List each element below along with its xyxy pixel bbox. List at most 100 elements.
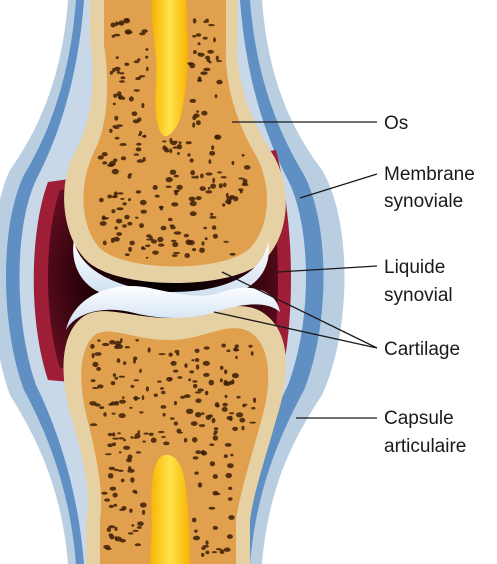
bone-pore (117, 192, 124, 194)
bone-pore (222, 407, 228, 412)
bone-pore (210, 461, 215, 466)
bone-pore (195, 412, 201, 417)
bone-pore (162, 146, 166, 151)
bone-pore (219, 183, 223, 188)
bone-pore (128, 198, 131, 201)
bone-pore (91, 379, 96, 382)
bone-pore (112, 125, 116, 127)
bone-pore (239, 418, 245, 423)
bone-pore (101, 492, 107, 495)
bone-pore (223, 241, 229, 243)
bone-pore (225, 443, 232, 447)
bone-pore (205, 237, 208, 240)
bone-pore (171, 202, 178, 206)
label-liquide-line2: synovial (384, 283, 453, 308)
bone-pore (125, 253, 130, 256)
bone-pore (145, 245, 150, 248)
bone-pore (227, 534, 233, 539)
bone-pore (115, 137, 120, 140)
bone-pore (114, 226, 118, 229)
label-membrane-line1: Membrane (384, 162, 475, 187)
bone-pore (176, 185, 182, 190)
bone-pore (158, 243, 164, 246)
bone-pore (107, 195, 112, 199)
bone-pore (151, 438, 157, 443)
bone-pore (117, 432, 121, 434)
bone-pore (189, 99, 196, 103)
bone-pore (190, 170, 195, 175)
label-capsule-line1: Capsule (384, 406, 454, 431)
bone-pore (110, 487, 117, 491)
bone-pore (174, 421, 178, 425)
bone-pore (161, 226, 167, 231)
bone-pore (209, 159, 212, 164)
bone-pore (193, 50, 197, 54)
bone-pore (191, 359, 194, 361)
bone-pore (159, 206, 164, 209)
bone-pore (132, 111, 138, 116)
bone-pore (211, 145, 214, 150)
bone-pore (130, 385, 134, 388)
bone-pore (205, 391, 209, 396)
bone-pore (227, 463, 234, 468)
bone-pore (238, 178, 244, 180)
bone-pore (192, 518, 197, 523)
bone-pore (123, 446, 130, 450)
bone-pore (138, 134, 141, 136)
bone-pore (215, 94, 218, 98)
bone-pore (176, 429, 181, 433)
bone-pore (170, 148, 173, 153)
bone-pore (132, 490, 137, 493)
bone-pore (149, 237, 153, 240)
bone-pore (226, 193, 229, 197)
bone-pore (192, 122, 195, 128)
bone-pore (136, 147, 142, 151)
bone-pore (161, 436, 165, 438)
bone-pore (145, 56, 148, 59)
bone-pore (203, 361, 210, 366)
bone-pore (90, 423, 97, 426)
bone-pore (196, 33, 202, 36)
bone-pore (136, 451, 141, 453)
bone-pore (205, 551, 209, 555)
bone-pore (198, 482, 202, 487)
bone-pore (216, 60, 222, 62)
bone-pore (125, 346, 130, 348)
bone-pore (200, 71, 207, 75)
bone-pore (166, 377, 173, 382)
label-capsule-line2: articulaire (384, 434, 466, 459)
bone-pore (108, 473, 114, 478)
bone-pore (118, 470, 124, 472)
bone-pore (130, 241, 135, 246)
bone-pore (209, 216, 216, 219)
bone-pore (113, 237, 120, 242)
bone-pore (129, 509, 132, 513)
bone-pore (94, 352, 101, 356)
bone-pore (113, 373, 116, 377)
bone-pore (230, 454, 233, 457)
bone-pore (121, 479, 125, 483)
bone-pore (130, 477, 134, 482)
bone-pore (127, 222, 132, 226)
bone-pore (170, 417, 175, 419)
bone-pore (186, 141, 192, 144)
bone-pore (194, 472, 198, 475)
bone-pore (117, 358, 121, 363)
bone-pore (187, 153, 190, 156)
bone-pore (112, 438, 119, 440)
bone-pore (195, 450, 201, 454)
bone-pore (220, 378, 223, 382)
bone-pore (119, 413, 126, 418)
label-membrane-line2: synoviale (384, 189, 463, 214)
bone-pore (198, 388, 204, 391)
bone-pore (145, 48, 148, 51)
bone-pore (142, 135, 146, 137)
bone-pore (122, 396, 125, 399)
bone-pore (202, 545, 209, 548)
bone-pore (232, 161, 235, 165)
bone-pore (209, 380, 215, 386)
bone-pore (90, 344, 95, 349)
bone-pore (113, 493, 118, 498)
bone-pore (184, 363, 187, 368)
bone-pore (136, 143, 141, 146)
